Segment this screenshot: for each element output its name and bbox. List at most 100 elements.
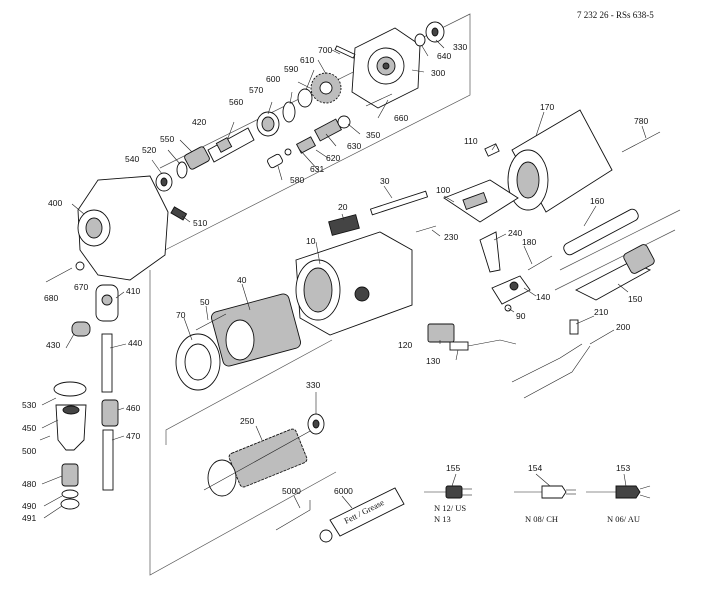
switch-rod-30 — [369, 190, 429, 216]
ring-491 — [60, 498, 80, 510]
terminal-210 — [569, 319, 579, 335]
switch-cover-20 — [328, 214, 360, 236]
label-150: 150 — [628, 294, 642, 304]
label-50: 50 — [200, 297, 210, 307]
handle-housing-170 — [507, 109, 613, 213]
ring-600 — [297, 88, 313, 108]
label-630: 630 — [347, 141, 361, 151]
label-210: 210 — [594, 307, 608, 317]
label-30: 30 — [380, 176, 390, 186]
label-680: 680 — [44, 293, 58, 303]
caption-154: N 08/ CH — [525, 514, 558, 524]
label-590: 590 — [284, 64, 298, 74]
label-155: 155 — [446, 463, 460, 473]
label-20: 20 — [338, 202, 348, 212]
label-500: 500 — [22, 446, 36, 456]
label-780: 780 — [634, 116, 648, 126]
label-670: 670 — [74, 282, 88, 292]
screw-680 — [45, 267, 73, 283]
label-170: 170 — [540, 102, 554, 112]
gear-cover-400 — [77, 175, 169, 281]
spindle-420 — [207, 127, 255, 163]
baffle-70 — [175, 333, 221, 391]
ring-490 — [61, 489, 79, 499]
label-40: 40 — [237, 275, 247, 285]
label-154: 154 — [528, 463, 542, 473]
tube-160 — [563, 208, 639, 256]
label-530: 530 — [22, 400, 36, 410]
plug-cord-155 — [424, 485, 472, 499]
label-550: 550 — [160, 134, 174, 144]
gear-610 — [310, 72, 342, 104]
punch-460 — [101, 399, 119, 427]
label-620: 620 — [326, 153, 340, 163]
label-631: 631 — [310, 164, 324, 174]
screw-780 — [621, 131, 661, 153]
hex-key-5000 — [275, 500, 311, 531]
label-5000: 5000 — [282, 486, 301, 496]
label-570: 570 — [249, 85, 263, 95]
label-6000: 6000 — [334, 486, 353, 496]
label-420: 420 — [192, 117, 206, 127]
motor-housing-10 — [295, 231, 413, 336]
label-230: 230 — [444, 232, 458, 242]
label-460: 460 — [126, 403, 140, 413]
washer-670 — [75, 261, 85, 271]
needle-590 — [297, 81, 311, 89]
die-holder-450 — [55, 404, 87, 451]
spring-180 — [527, 255, 553, 271]
armature-250 — [203, 428, 313, 497]
label-330-armature: 330 — [306, 380, 320, 390]
label-400: 400 — [48, 198, 62, 208]
leader-lines — [41, 39, 647, 519]
plug-cord-154 — [514, 485, 576, 499]
shaft-440 — [101, 333, 113, 393]
label-600: 600 — [266, 74, 280, 84]
bearing-330-armature — [307, 413, 325, 435]
label-560: 560 — [229, 97, 243, 107]
label-180: 180 — [522, 237, 536, 247]
bearing-330-top — [425, 21, 445, 43]
screw-660 — [365, 93, 393, 107]
cable-200 — [511, 343, 591, 399]
die-480 — [61, 463, 79, 487]
screw-50 — [195, 313, 227, 331]
label-350: 350 — [366, 130, 380, 140]
pin-500 — [39, 435, 51, 441]
label-480: 480 — [22, 479, 36, 489]
label-440: 440 — [128, 338, 142, 348]
caption-153: N 06/ AU — [607, 514, 640, 524]
spacer-580 — [267, 153, 283, 169]
washer-631 — [284, 148, 292, 156]
bolt-430 — [71, 321, 91, 337]
label-250: 250 — [240, 416, 254, 426]
label-90: 90 — [516, 311, 526, 321]
switch-100 — [443, 179, 519, 223]
label-510: 510 — [193, 218, 207, 228]
lever-240 — [479, 231, 501, 273]
label-491: 491 — [22, 513, 36, 523]
plug-cord-153 — [586, 485, 651, 499]
label-700: 700 — [318, 45, 332, 55]
label-10: 10 — [306, 236, 316, 246]
pinion-630 — [313, 115, 351, 142]
stripper-470 — [102, 429, 114, 491]
label-640: 640 — [437, 51, 451, 61]
label-130: 130 — [426, 356, 440, 366]
bearing-560 — [256, 111, 280, 137]
label-330-top: 330 — [453, 42, 467, 52]
label-153: 153 — [616, 463, 630, 473]
pin-700 — [334, 45, 356, 59]
ring-520 — [176, 161, 188, 179]
clamp-410 — [95, 284, 119, 322]
cord-captions: N 12/ US N 13 N 08/ CH N 06/ AU — [434, 503, 640, 524]
label-100: 100 — [436, 185, 450, 195]
label-120: 120 — [398, 340, 412, 350]
label-240: 240 — [508, 228, 522, 238]
label-490: 490 — [22, 501, 36, 511]
label-110: 110 — [464, 136, 478, 146]
gear-housing-300 — [351, 27, 421, 109]
ring-530 — [53, 381, 87, 397]
caption-155-line1: N 12/ US — [434, 503, 466, 513]
